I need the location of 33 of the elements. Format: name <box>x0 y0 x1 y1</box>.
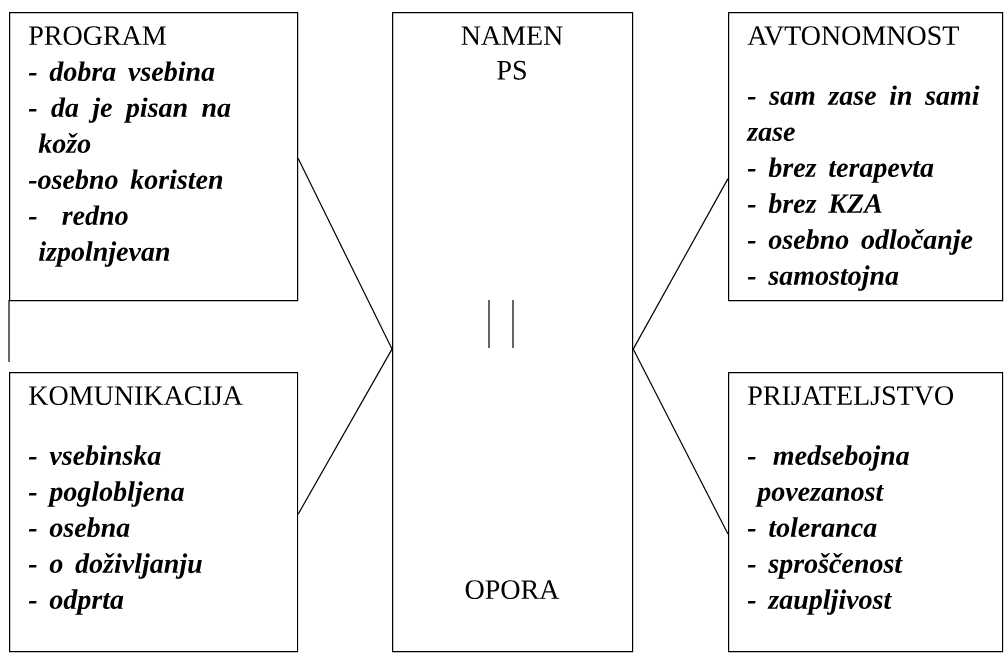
bottom-label: OPORA <box>465 580 560 600</box>
topic-box <box>728 12 1004 302</box>
heading: AVTONOMNOST <box>747 26 959 46</box>
list-item: - zaupljivost <box>747 589 892 615</box>
topic-box <box>9 372 299 653</box>
list-item: - vsebinska <box>28 445 161 466</box>
list-item: - osebno odločanje <box>747 229 973 255</box>
list-item: - odprta <box>28 589 124 615</box>
list-item: - da je pisan na kožo <box>28 97 231 154</box>
centre-box <box>392 12 634 653</box>
list-item: - brez terapevta <box>747 157 934 183</box>
list-item: -osebno koristen <box>28 169 223 190</box>
list-item: - sproščenost <box>747 553 903 579</box>
heading: PRIJATELJSTVO <box>748 386 954 406</box>
connector-line <box>297 348 393 515</box>
list-item: - dobra vsebina <box>28 61 215 82</box>
list-item: - sam zase in sami zase <box>746 85 980 142</box>
list-item: - poglobljena <box>28 481 184 507</box>
connector-line <box>632 348 729 535</box>
topic-box <box>9 12 299 302</box>
list-item: - medsebojna povezanost <box>747 445 909 507</box>
heading: PROGRAM <box>29 26 166 46</box>
connector-line <box>632 178 729 350</box>
heading: KOMUNIKACIJA <box>29 386 243 406</box>
list-item: - brez KZA <box>747 193 882 214</box>
topic-box <box>728 372 1004 653</box>
heading: NAMEN PS <box>461 26 563 80</box>
list-item: - osebna <box>28 517 130 538</box>
list-item: - redno izpolnjevan <box>28 205 170 267</box>
list-item: - samostojna <box>747 265 899 291</box>
list-item: - toleranca <box>747 517 877 538</box>
list-item: - o doživljanju <box>28 553 202 579</box>
connector-line <box>297 158 393 350</box>
